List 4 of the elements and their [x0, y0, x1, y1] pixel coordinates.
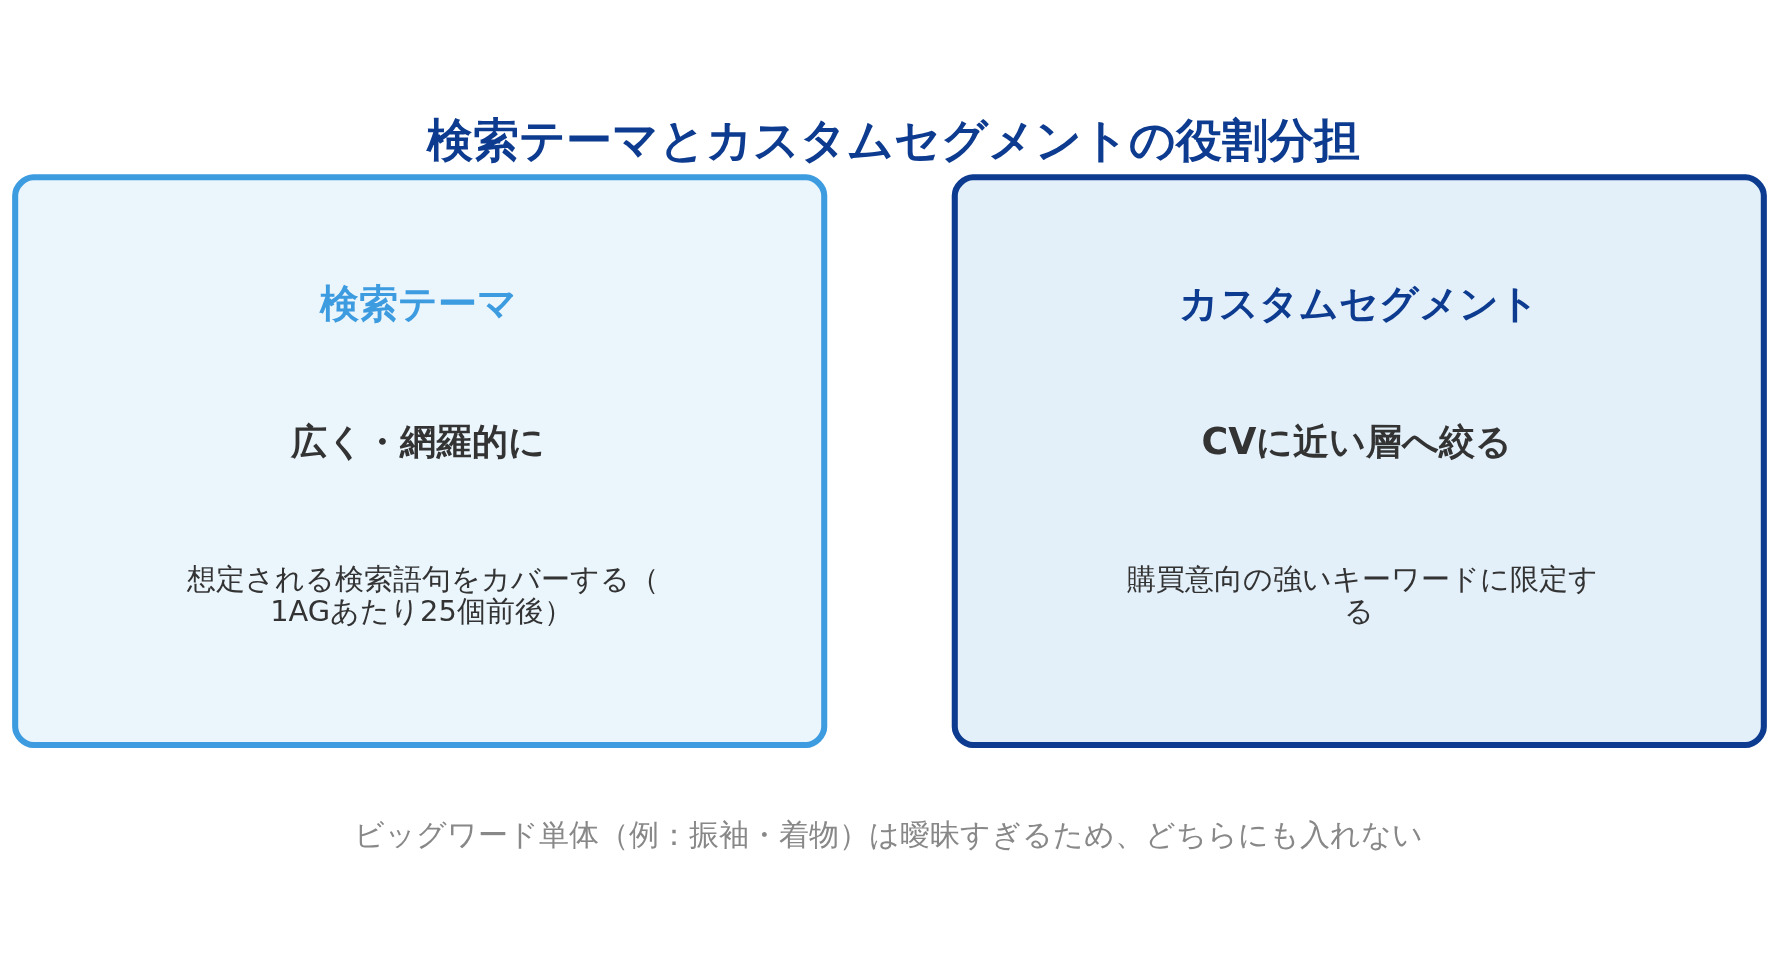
diagram-title: 検索テーマとカスタムセグメントの役割分担	[426, 114, 1360, 168]
label: ビッグワード単体（例：振袖・着物）は曖昧すぎるため、どちらにも入れない	[354, 817, 1424, 853]
node-box: 検索テーマ 広く・網羅的に 想定される検索語句をカバーする（1AGあたり25個前後）	[12, 174, 828, 749]
node-box: カスタムセグメント CVに近い層へ絞る 購買意向の強いキーワードに限定する	[951, 174, 1767, 749]
